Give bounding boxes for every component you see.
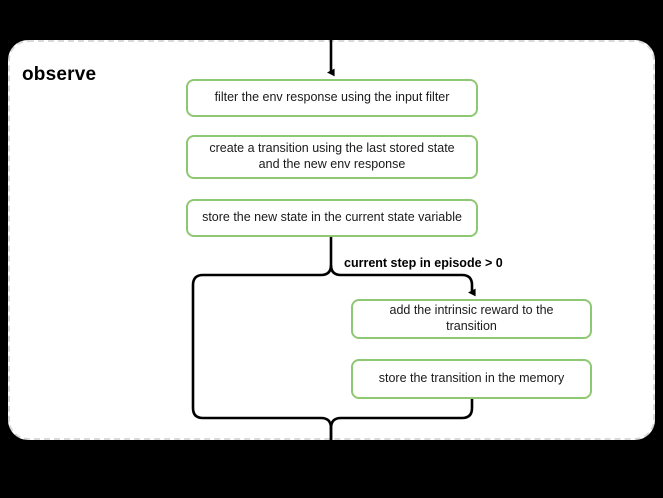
- node-filter-env-response[interactable]: filter the env response using the input …: [186, 79, 478, 117]
- node-label: filter the env response using the input …: [214, 90, 450, 105]
- node-add-intrinsic-reward[interactable]: add the intrinsic reward to the transiti…: [351, 299, 592, 339]
- node-label: store the transition in the memory: [378, 371, 565, 386]
- node-create-transition[interactable]: create a transition using the last store…: [186, 135, 478, 179]
- node-label: store the new state in the current state…: [202, 210, 462, 225]
- node-label: add the intrinsic reward to the transiti…: [389, 303, 554, 333]
- node-label: create a transition using the last store…: [209, 141, 455, 171]
- group-title: observe: [22, 64, 97, 85]
- edge-label-condition: current step in episode > 0: [344, 256, 503, 270]
- node-store-new-state[interactable]: store the new state in the current state…: [186, 199, 478, 237]
- node-store-transition-memory[interactable]: store the transition in the memory: [351, 359, 592, 399]
